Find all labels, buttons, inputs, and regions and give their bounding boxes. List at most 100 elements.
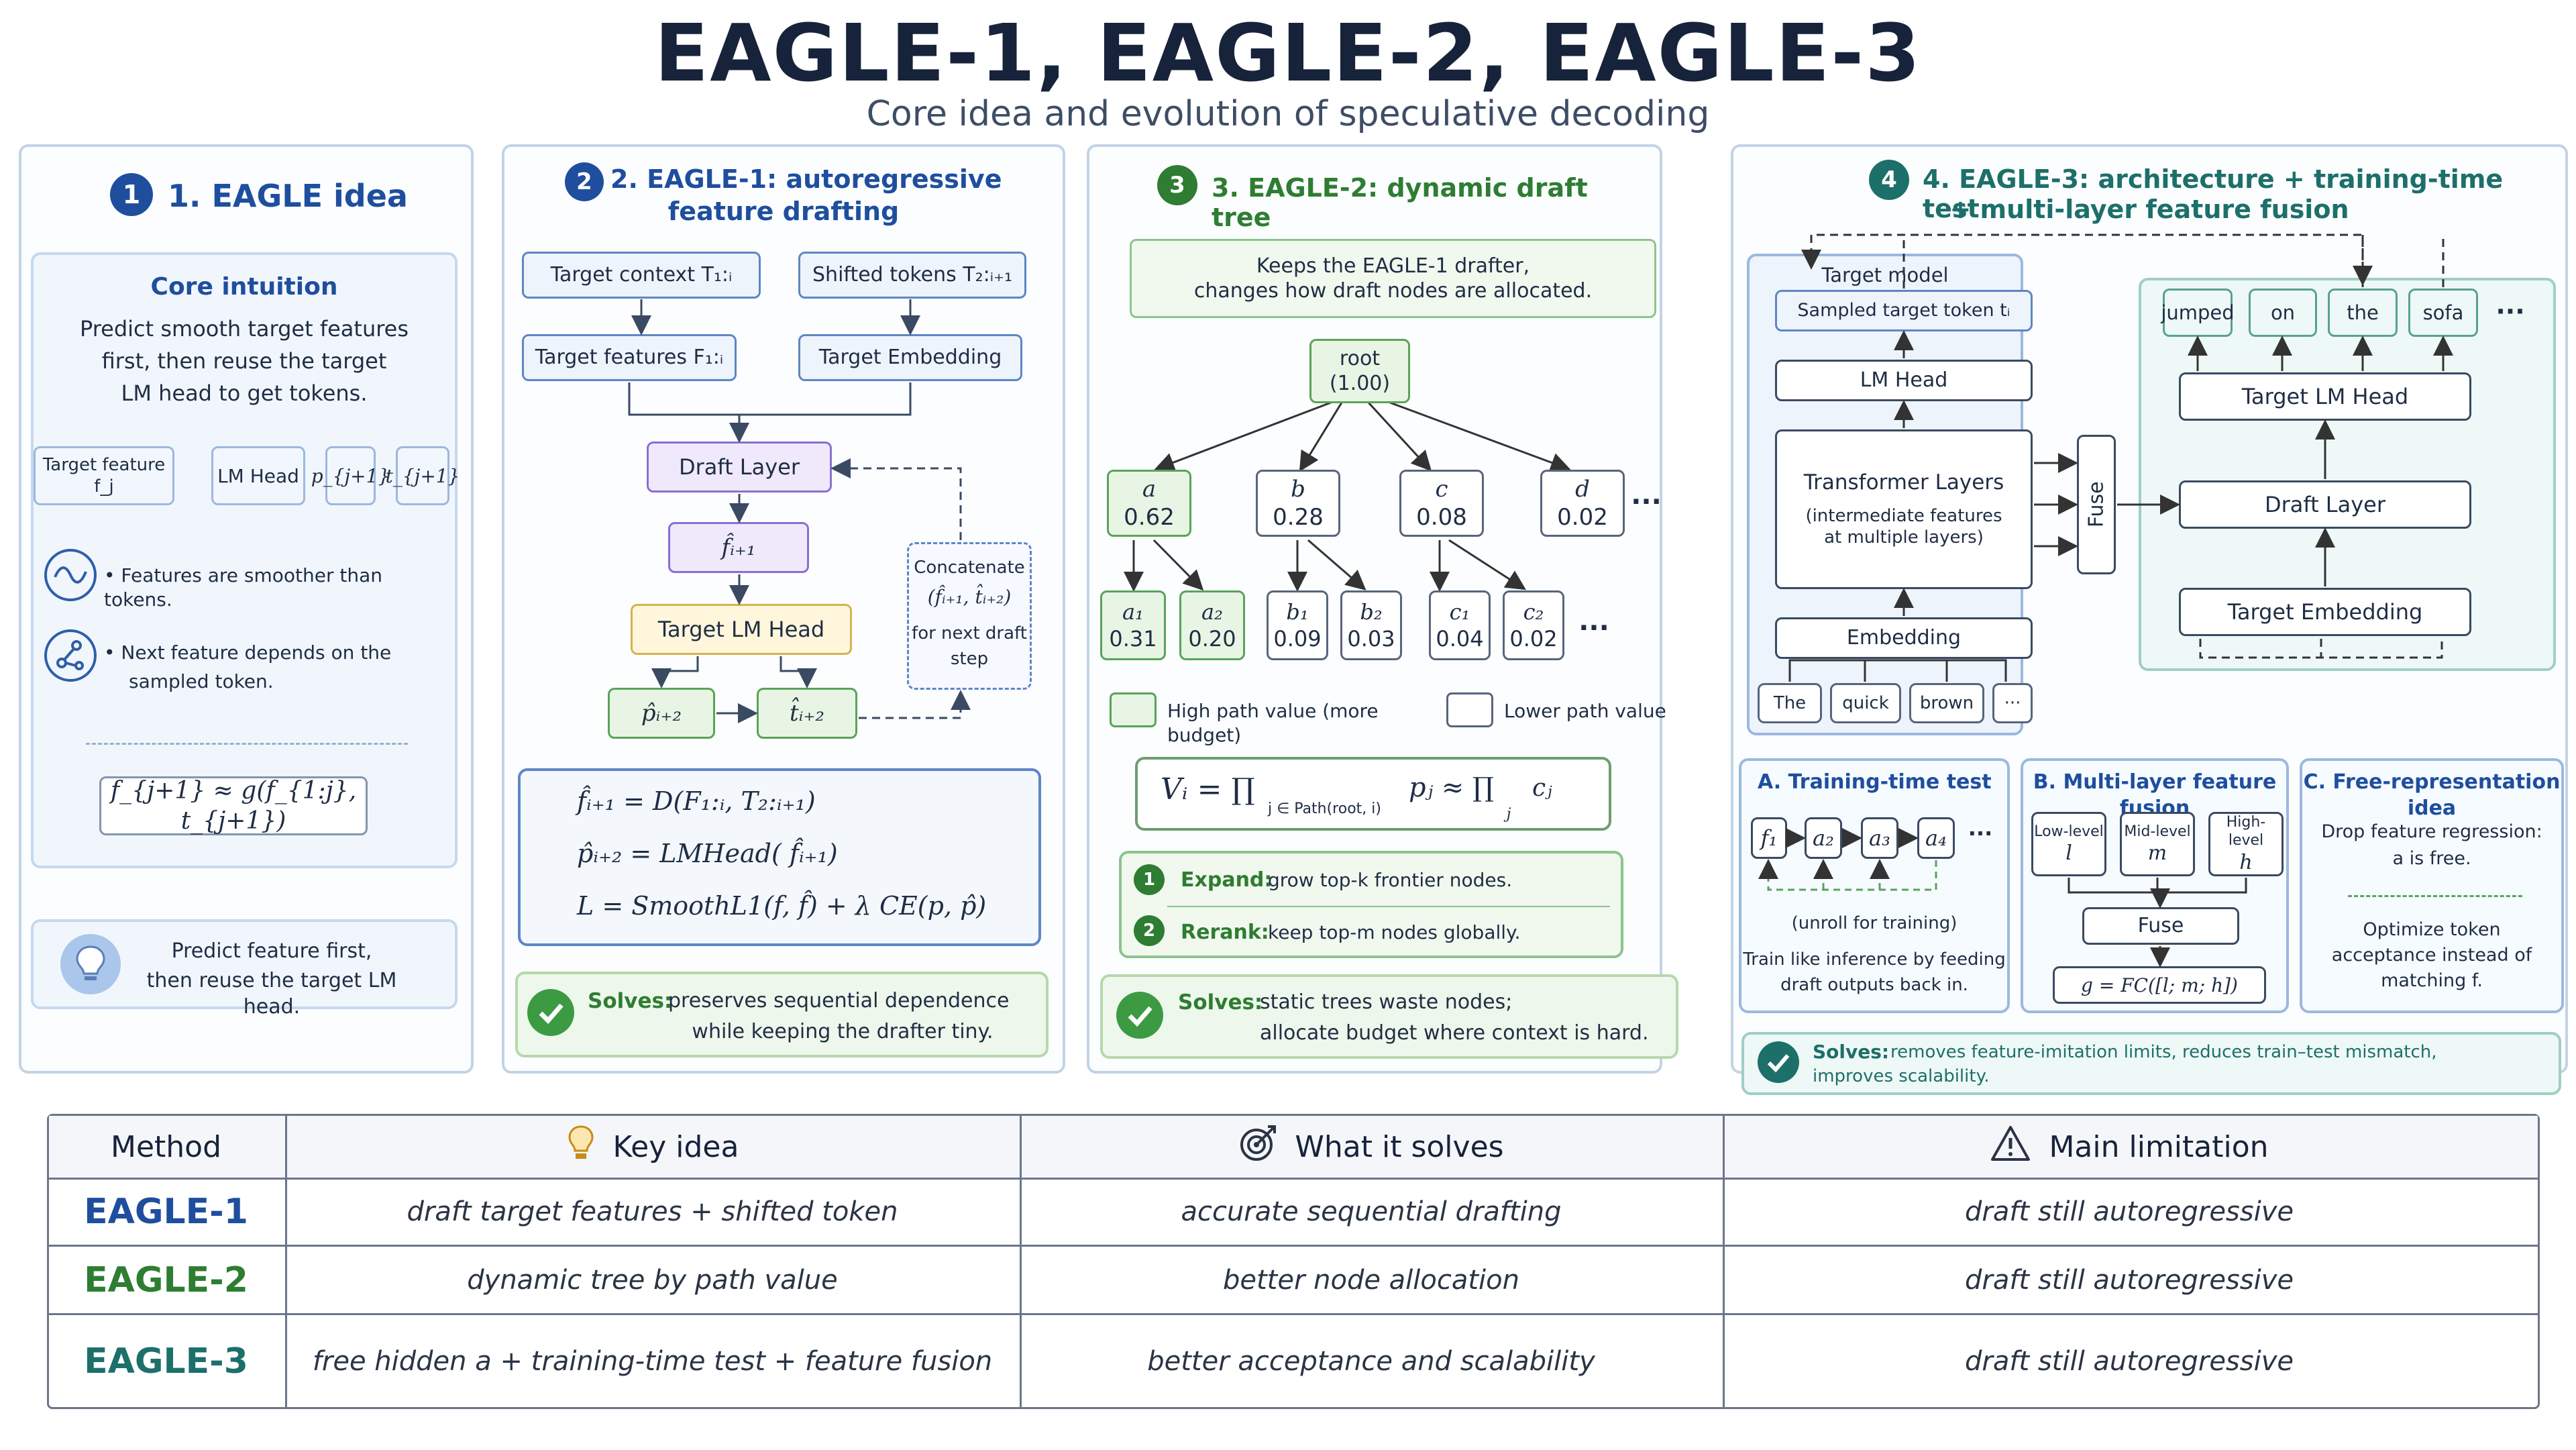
target-features-box: Target features F₁:ᵢ: [522, 334, 737, 381]
table-row: EAGLE-2 dynamic tree by path value bette…: [47, 1247, 2540, 1313]
divider: [86, 743, 408, 745]
core-line-3: LM head to get tokens.: [121, 380, 368, 406]
node-c-label: c: [1435, 475, 1448, 503]
eagle1-solves-line-2: while keeping the drafter tiny.: [692, 1020, 994, 1043]
formula-sub: j ∈ Path(root, i): [1268, 800, 1381, 817]
chain-ellipsis: ···: [1968, 821, 1993, 846]
mid-level-label: Mid-level: [2124, 823, 2191, 840]
expand-divider: [1167, 906, 1610, 907]
target-lm-head-block: Target LM Head: [2179, 372, 2471, 421]
tip-line-1: Predict feature first,: [171, 939, 372, 963]
formula-mid: pⱼ ≈ ∏: [1409, 772, 1494, 803]
node-c-value: 0.08: [1416, 504, 1467, 531]
shifted-tokens-box: Shifted tokens T₂:ᵢ₊₁: [798, 252, 1026, 299]
header-solves: What it solves: [1295, 1129, 1504, 1164]
node-b2-value: 0.03: [1347, 626, 1395, 652]
panel4-heading-2: + multi-layer feature fusion: [1949, 195, 2349, 224]
tree-node-b1: b₁ 0.09: [1267, 590, 1328, 660]
eagle3-solves-line-2: improves scalability.: [1813, 1066, 1990, 1086]
node-c1-label: c₁: [1449, 599, 1470, 625]
mid-level-var: m: [2147, 841, 2167, 865]
sub-c-line-2: a is free.: [2392, 848, 2471, 869]
unroll-label: (unroll for training): [1791, 913, 1957, 933]
tree-node-c1: c₁ 0.04: [1429, 590, 1491, 660]
tree-node-c: c 0.08: [1399, 470, 1484, 537]
table-row: EAGLE-1 draft target features + shifted …: [47, 1178, 2540, 1245]
tree-node-a: a 0.62: [1107, 470, 1191, 537]
tree-node-c2: c₂ 0.02: [1503, 590, 1564, 660]
node-a2-value: 0.20: [1188, 626, 1236, 652]
lm-head-block: LM Head: [1775, 360, 2033, 401]
low-level-var: l: [2065, 841, 2072, 865]
step-2-badge: 2: [1134, 915, 1165, 946]
idea-eagle2: dynamic tree by path value: [467, 1264, 838, 1296]
expand-text: grow top-k frontier nodes.: [1268, 869, 1513, 891]
check-icon: [1758, 1041, 1799, 1083]
target-lm-head-box: Target LM Head: [631, 604, 852, 655]
concat-line-3: for next draft: [912, 623, 1027, 643]
core-intuition-box: [31, 252, 458, 868]
panel1-formula: f_{j+1} ≈ g(f_{1:j}, t_{j+1}): [99, 776, 368, 835]
output-ellipsis: ···: [2496, 297, 2525, 326]
eq-lmhead: p̂ᵢ₊₂ = LMHead( f̂ᵢ₊₁): [577, 839, 838, 868]
eagle1-equations: [518, 768, 1041, 946]
panel2-heading-1: 2. EAGLE-1: autoregressive: [610, 164, 1002, 194]
badge-1: 1: [110, 173, 153, 216]
eagle3-solves-line-1: removes feature-imitation limits, reduce…: [1890, 1042, 2437, 1062]
tree-node-b: b 0.28: [1256, 470, 1340, 537]
idea-eagle3: free hidden a + training-time test + fea…: [312, 1345, 993, 1377]
transformer-sub-1: (intermediate features: [1805, 505, 2002, 526]
rerank-text: keep top-m nodes globally.: [1268, 921, 1521, 943]
node-c2-value: 0.02: [1509, 626, 1558, 652]
legend-high-label: High path value (more budget): [1167, 700, 1379, 747]
table-header: Method Key idea What it solves Main limi…: [47, 1116, 2540, 1178]
tree-node-a2: a₂ 0.20: [1179, 590, 1245, 660]
target-model-label: Target model: [1821, 264, 1949, 287]
eagle1-solves-label: Solves:: [588, 989, 673, 1013]
page-title: EAGLE-1, EAGLE-2, EAGLE-3: [654, 7, 1922, 99]
sub-c-divider: [2348, 895, 2522, 897]
path-value-formula: [1135, 757, 1611, 831]
panel3-heading: 3. EAGLE-2: dynamic draft tree: [1212, 173, 1588, 232]
draft-layer-block: Draft Layer: [2179, 480, 2471, 529]
col-divider-2: [1020, 1116, 1022, 1407]
node-a1-label: a₁: [1122, 599, 1144, 625]
eagle2-note: Keeps the EAGLE-1 drafter, changes how d…: [1130, 239, 1656, 318]
solves-eagle2: better node allocation: [1222, 1264, 1519, 1296]
concat-line-4: step: [950, 649, 989, 669]
panel2-heading-2: feature drafting: [667, 197, 900, 226]
check-icon: [1116, 992, 1163, 1039]
graph-icon: [44, 629, 97, 682]
eagle2-solves-box: [1100, 974, 1678, 1059]
node-b1-label: b₁: [1286, 599, 1309, 625]
sub-a-title: A. Training-time test: [1758, 770, 1992, 794]
output-token-jumped: jumped: [2161, 289, 2235, 337]
wave-icon: [44, 549, 97, 601]
limitation-eagle2: draft still autoregressive: [1965, 1264, 2294, 1296]
node-c2-label: c₂: [1523, 599, 1544, 625]
formula-right: cⱼ: [1532, 774, 1552, 802]
chain-a3: a₃: [1861, 817, 1898, 859]
output-token-the: the: [2328, 289, 2398, 337]
target-icon: [1238, 1124, 1277, 1170]
tip-line-2: then reuse the target LM head.: [146, 969, 397, 1019]
header-limitation-cell: Main limitation: [1723, 1116, 2536, 1178]
badge-2: 2: [565, 162, 604, 201]
output-token-sofa: sofa: [2408, 289, 2478, 337]
chain-f1: f₁: [1751, 817, 1787, 859]
chain-a4: a₄: [1917, 817, 1955, 859]
header-limitation: Main limitation: [2049, 1129, 2269, 1164]
method-eagle3: EAGLE-3: [84, 1341, 248, 1382]
embedding-block: Embedding: [1775, 617, 2033, 659]
tree-node-d: d 0.02: [1540, 470, 1625, 537]
t-next-box: t_{j+1}: [386, 446, 460, 505]
tree-root: root (1.00): [1309, 339, 1410, 403]
limitation-eagle1: draft still autoregressive: [1965, 1196, 2294, 1227]
solves-eagle3: better acceptance and scalability: [1147, 1345, 1595, 1377]
method-eagle2: EAGLE-2: [84, 1259, 248, 1300]
concat-line-1: Concatenate: [914, 558, 1025, 578]
formula-left: Vᵢ = ∏: [1161, 772, 1255, 807]
draft-layer-box: Draft Layer: [647, 442, 832, 493]
col-divider-3: [1723, 1116, 1725, 1407]
node-a2-label: a₂: [1201, 599, 1223, 625]
